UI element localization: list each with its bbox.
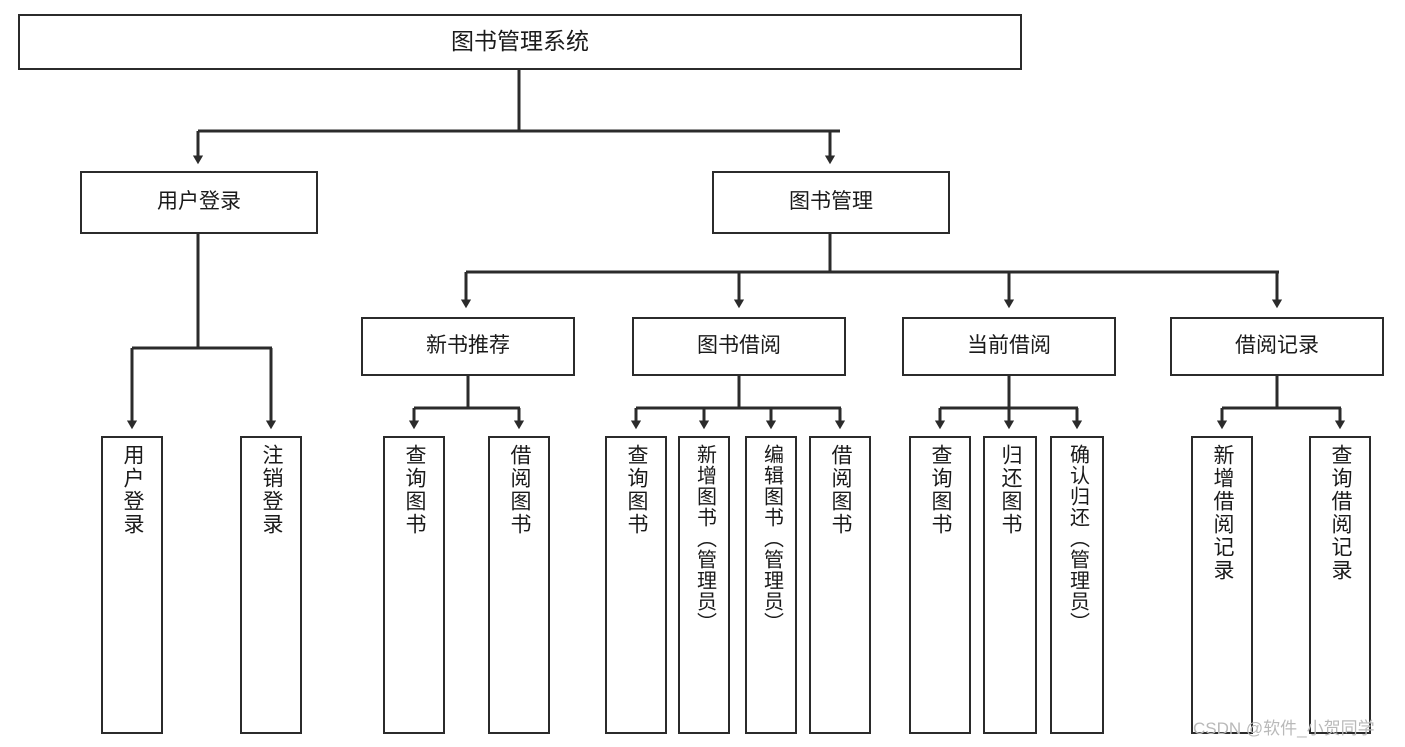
node-root-book-management-system[interactable]: 图书管理系统: [18, 14, 1022, 70]
node-book-borrow[interactable]: 图书借阅: [632, 317, 846, 376]
node-leaf-query-borrow-record[interactable]: 查询借阅记录: [1309, 436, 1371, 734]
node-label: 借阅记录: [1235, 334, 1319, 358]
node-label: 用户登录: [121, 444, 145, 536]
node-label: 确认归还（管理员）: [1066, 444, 1089, 633]
node-leaf-borrow-book-recommend[interactable]: 借阅图书: [488, 436, 550, 734]
node-label: 用户登录: [157, 190, 241, 214]
node-label: 新书推荐: [426, 334, 510, 358]
node-current-borrow[interactable]: 当前借阅: [902, 317, 1116, 376]
node-label: 编辑图书（管理员）: [760, 444, 783, 633]
node-label: 查询图书: [625, 444, 649, 536]
node-leaf-query-book-current[interactable]: 查询图书: [909, 436, 971, 734]
node-label: 注销登录: [260, 444, 284, 536]
node-leaf-borrow-book-borrow[interactable]: 借阅图书: [809, 436, 871, 734]
node-leaf-query-book-recommend[interactable]: 查询图书: [383, 436, 445, 734]
node-label: 归还图书: [999, 444, 1023, 536]
node-label: 图书借阅: [697, 334, 781, 358]
node-label: 新增借阅记录: [1211, 444, 1235, 582]
node-label: 新增图书（管理员）: [693, 444, 716, 633]
node-leaf-return-book[interactable]: 归还图书: [983, 436, 1037, 734]
node-leaf-edit-book-admin[interactable]: 编辑图书（管理员）: [745, 436, 797, 734]
node-label: 图书管理: [789, 190, 873, 214]
node-book-management[interactable]: 图书管理: [712, 171, 950, 234]
node-label: 借阅图书: [829, 444, 853, 536]
node-label: 当前借阅: [967, 334, 1051, 358]
node-leaf-user-logout[interactable]: 注销登录: [240, 436, 302, 734]
node-leaf-confirm-return-admin[interactable]: 确认归还（管理员）: [1050, 436, 1104, 734]
node-label: 查询图书: [929, 444, 953, 536]
node-leaf-query-book-borrow[interactable]: 查询图书: [605, 436, 667, 734]
node-label: 借阅图书: [508, 444, 532, 536]
node-label: 查询借阅记录: [1329, 444, 1353, 582]
node-label: 图书管理系统: [451, 28, 589, 55]
node-leaf-user-login[interactable]: 用户登录: [101, 436, 163, 734]
node-borrow-record[interactable]: 借阅记录: [1170, 317, 1384, 376]
node-leaf-add-book-admin[interactable]: 新增图书（管理员）: [678, 436, 730, 734]
node-label: 查询图书: [403, 444, 427, 536]
node-user-login[interactable]: 用户登录: [80, 171, 318, 234]
node-new-book-recommend[interactable]: 新书推荐: [361, 317, 575, 376]
node-leaf-add-borrow-record[interactable]: 新增借阅记录: [1191, 436, 1253, 734]
